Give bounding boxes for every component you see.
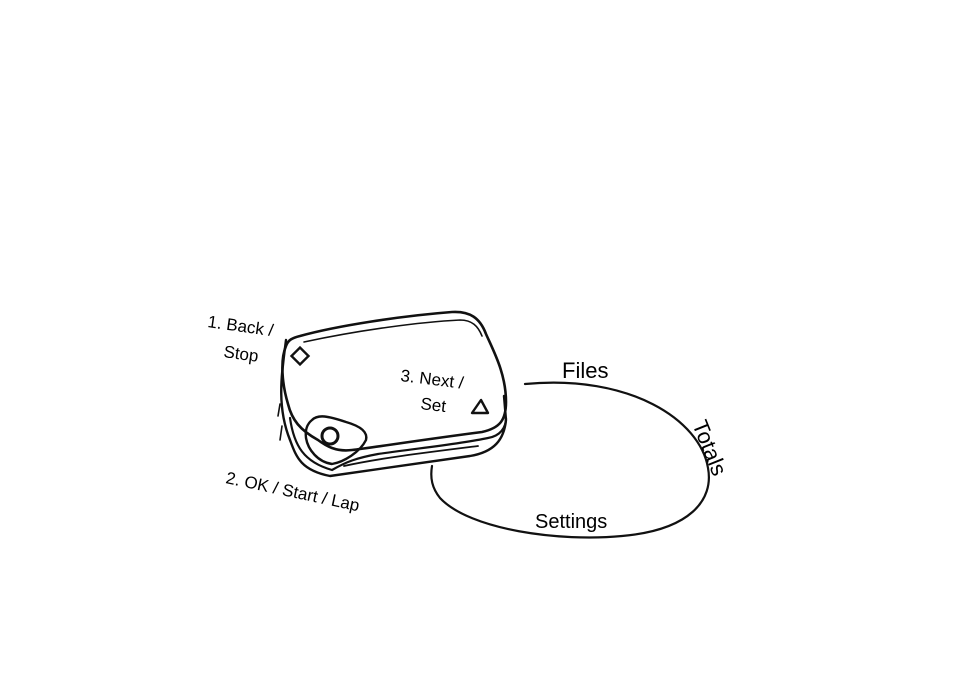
device-illustration bbox=[278, 312, 506, 476]
diamond-icon[interactable] bbox=[292, 348, 309, 365]
circle-icon[interactable] bbox=[322, 428, 338, 444]
button-3-label-line1: 3. Next / bbox=[400, 366, 465, 393]
triangle-icon[interactable] bbox=[472, 400, 488, 413]
button-3-label-line2: Set bbox=[420, 394, 448, 416]
menu-item-files: Files bbox=[562, 358, 608, 383]
button-1-label-line1: 1. Back / bbox=[206, 312, 274, 340]
menu-item-settings: Settings bbox=[535, 511, 607, 533]
button-1-label-line2: Stop bbox=[222, 342, 259, 366]
menu-item-totals: Totals bbox=[687, 417, 732, 480]
